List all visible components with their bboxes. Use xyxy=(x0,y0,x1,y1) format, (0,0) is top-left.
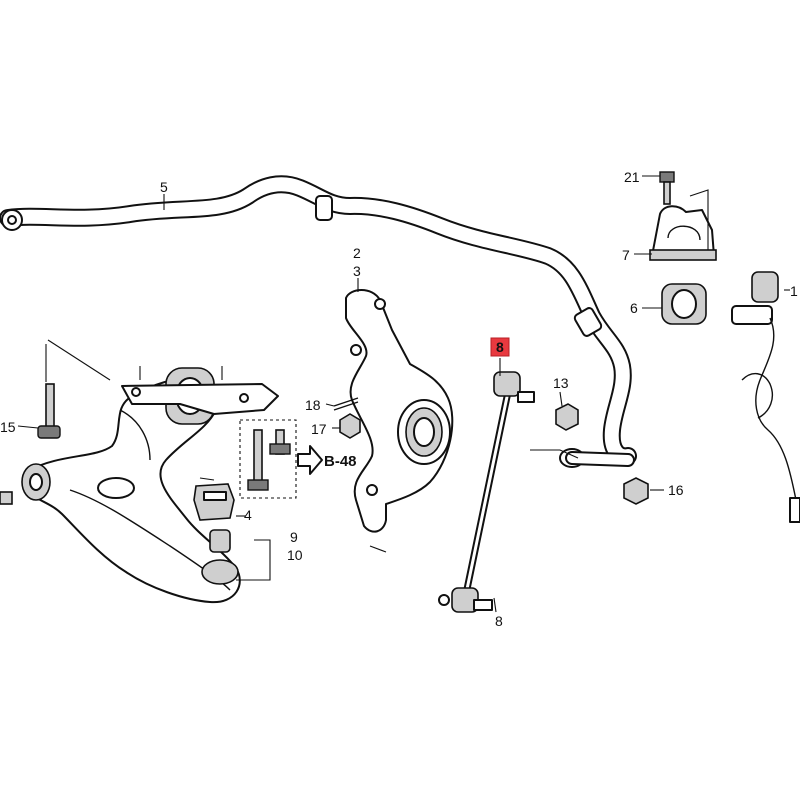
callout-17: 17 xyxy=(311,421,327,437)
callout-6: 6 xyxy=(630,300,638,316)
ball-joint-boot[interactable] xyxy=(193,483,235,521)
reference-arrow[interactable]: B-48 xyxy=(297,445,357,475)
callout-8-highlight: 8 xyxy=(496,339,504,355)
callout-13: 13 xyxy=(553,375,569,391)
callout-3: 3 xyxy=(353,263,361,279)
callout-18: 18 xyxy=(305,397,321,413)
leader-lines xyxy=(17,175,790,613)
arm-bolt[interactable] xyxy=(37,383,61,439)
callouts: 5 2 3 21 7 6 1 8 8 13 16 18 17 15 4 9 10 xyxy=(0,169,798,629)
cotter-pin[interactable] xyxy=(333,397,359,411)
callout-4: 4 xyxy=(244,507,252,523)
reference-label: B-48 xyxy=(324,453,357,470)
stabilizer-link[interactable] xyxy=(438,371,535,613)
stabilizer-bar[interactable] xyxy=(0,175,637,468)
bushing-holder[interactable] xyxy=(649,205,717,261)
knuckle-nut[interactable] xyxy=(339,413,361,439)
highlight-box xyxy=(490,337,510,357)
callout-16: 16 xyxy=(668,482,684,498)
callout-8: 8 xyxy=(495,613,503,629)
callout-9: 9 xyxy=(290,529,298,545)
callout-1: 1 xyxy=(790,283,798,299)
callout-2: 2 xyxy=(353,245,361,261)
callout-21: 21 xyxy=(624,169,640,185)
link-nut-upper[interactable] xyxy=(555,403,579,431)
front-bolt-left[interactable] xyxy=(0,491,13,505)
lower-control-arm[interactable] xyxy=(21,367,279,604)
detail-bolts[interactable] xyxy=(239,419,297,499)
stabilizer-bushing[interactable] xyxy=(661,283,707,325)
callout-7: 7 xyxy=(622,247,630,263)
holder-bolt[interactable] xyxy=(659,171,675,205)
wheel-speed-sensor[interactable] xyxy=(731,271,800,523)
callout-5: 5 xyxy=(160,179,168,195)
steering-knuckle[interactable] xyxy=(345,289,454,533)
link-nut-lower[interactable] xyxy=(623,477,649,505)
callout-15: 15 xyxy=(0,419,16,435)
callout-10: 10 xyxy=(287,547,303,563)
